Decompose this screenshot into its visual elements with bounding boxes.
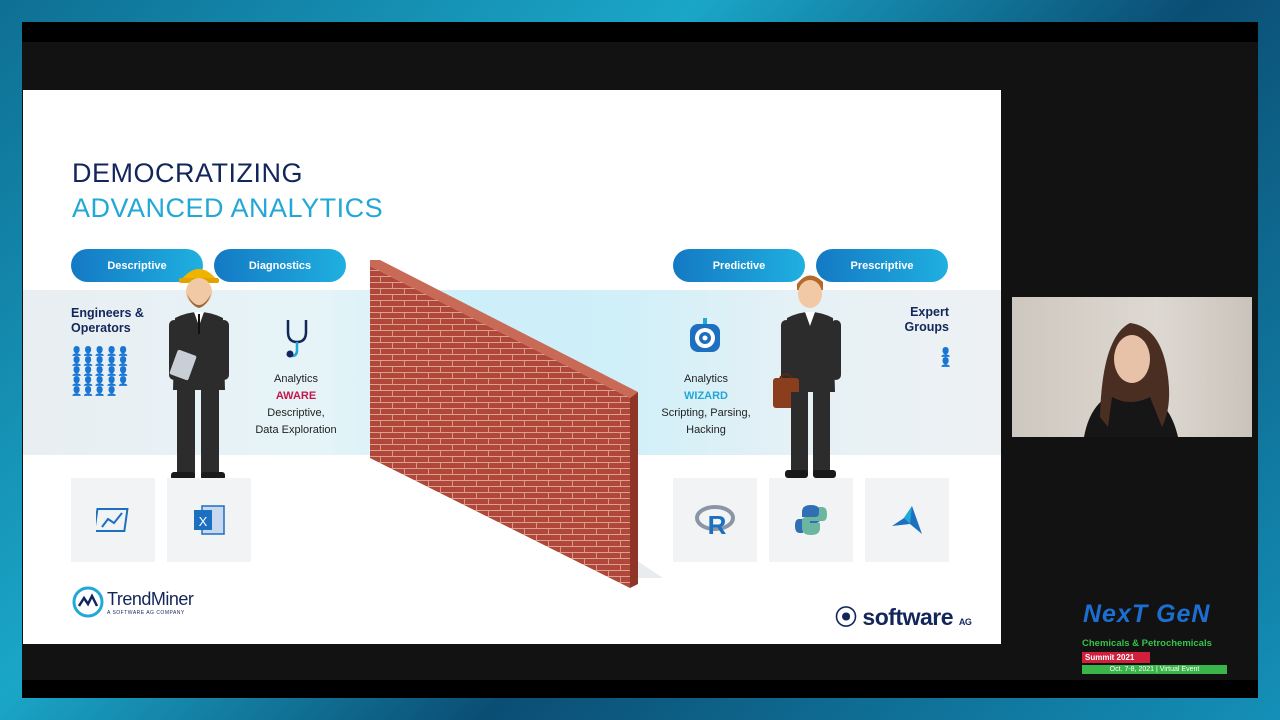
wizard-label: Analytics [683,373,729,385]
excel-tile: X [167,478,251,562]
r-language-tile: R [673,478,757,562]
aware-label: Analytics [273,373,319,385]
slide-title-line1: DEMOCRATIZING [72,158,303,188]
stethoscope-icon [286,320,308,358]
software-ag-s-icon: ⦿ [835,605,857,630]
aware-desc2: Data Exploration [255,424,337,436]
software-ag-name: software [862,604,953,630]
aware-level: AWARE [275,390,317,402]
pill-predictive: Predictive [673,249,805,282]
event-logo: NexT GeN Chemicals & Petrochemicals Summ… [1080,590,1230,678]
aware-desc1: Descriptive, [267,407,325,419]
matlab-icon [892,506,922,534]
event-name: NexT GeN [1083,600,1211,628]
people-icons-few: 👤 👤 [940,347,952,367]
wizard-desc1: Scripting, Parsing, [661,407,751,419]
trendminer-logo: TrendMiner A SOFTWARE AG COMPANY [72,586,194,618]
excel-icon: X [194,505,225,535]
trend-chart-tile [71,478,155,562]
python-tile [769,478,853,562]
svg-text:X: X [199,514,208,529]
trend-chart-icon [96,508,129,532]
analytics-wizard-block: Analytics WIZARD Scripting, Parsing, Hac… [641,371,771,439]
software-ag-suffix: AG [958,617,972,627]
wizard-desc2: Hacking [686,424,726,436]
event-summit: Summit 2021 [1082,652,1150,663]
left-group-line1: Engineers & [71,306,144,320]
right-group-line2: Groups [904,320,949,334]
pill-prescriptive: Prescriptive [816,249,948,282]
event-subtitle: Chemicals & Petrochemicals [1082,638,1212,649]
trendminer-logo-name: TrendMiner [107,588,194,609]
pill-descriptive: Descriptive [71,249,203,282]
right-group-line1: Expert [910,305,949,319]
trendminer-logo-icon [72,586,104,618]
software-ag-logo: ⦿ software AG [835,600,972,632]
speaker-silhouette-icon [1084,323,1178,437]
right-group-label: Expert Groups [903,305,949,335]
frame-top-bar [22,22,1258,42]
presentation-slide: DEMOCRATIZING ADVANCED ANALYTICS Descrip… [23,90,1001,644]
python-icon [795,505,827,535]
pill-diagnostics: Diagnostics [214,249,346,282]
matlab-tile [865,478,949,562]
analyst-figure-icon [773,275,841,478]
analytics-aware-block: Analytics AWARE Descriptive, Data Explor… [231,371,361,439]
svg-text:R: R [708,510,727,537]
wizard-level: WIZARD [684,390,728,402]
trendminer-logo-sub: A SOFTWARE AG COMPANY [107,609,185,616]
slide-title-line2: ADVANCED ANALYTICS [72,193,384,223]
speaker-webcam-video [1012,297,1252,437]
frame-bottom-bar [22,680,1258,698]
gear-robot-icon [690,318,720,352]
event-date: Oct. 7-8, 2021 | Virtual Event [1082,665,1227,674]
people-icons-many: 👤👤👤👤👤 👤👤👤👤👤 👤👤👤👤👤 👤👤👤👤👤 👤👤👤👤 [71,346,130,396]
left-group-label: Engineers & Operators [71,306,144,336]
r-language-icon: R [695,505,735,537]
engineer-figure-icon [169,269,229,480]
left-group-line2: Operators [71,321,131,335]
brick-wall-icon [370,260,663,588]
